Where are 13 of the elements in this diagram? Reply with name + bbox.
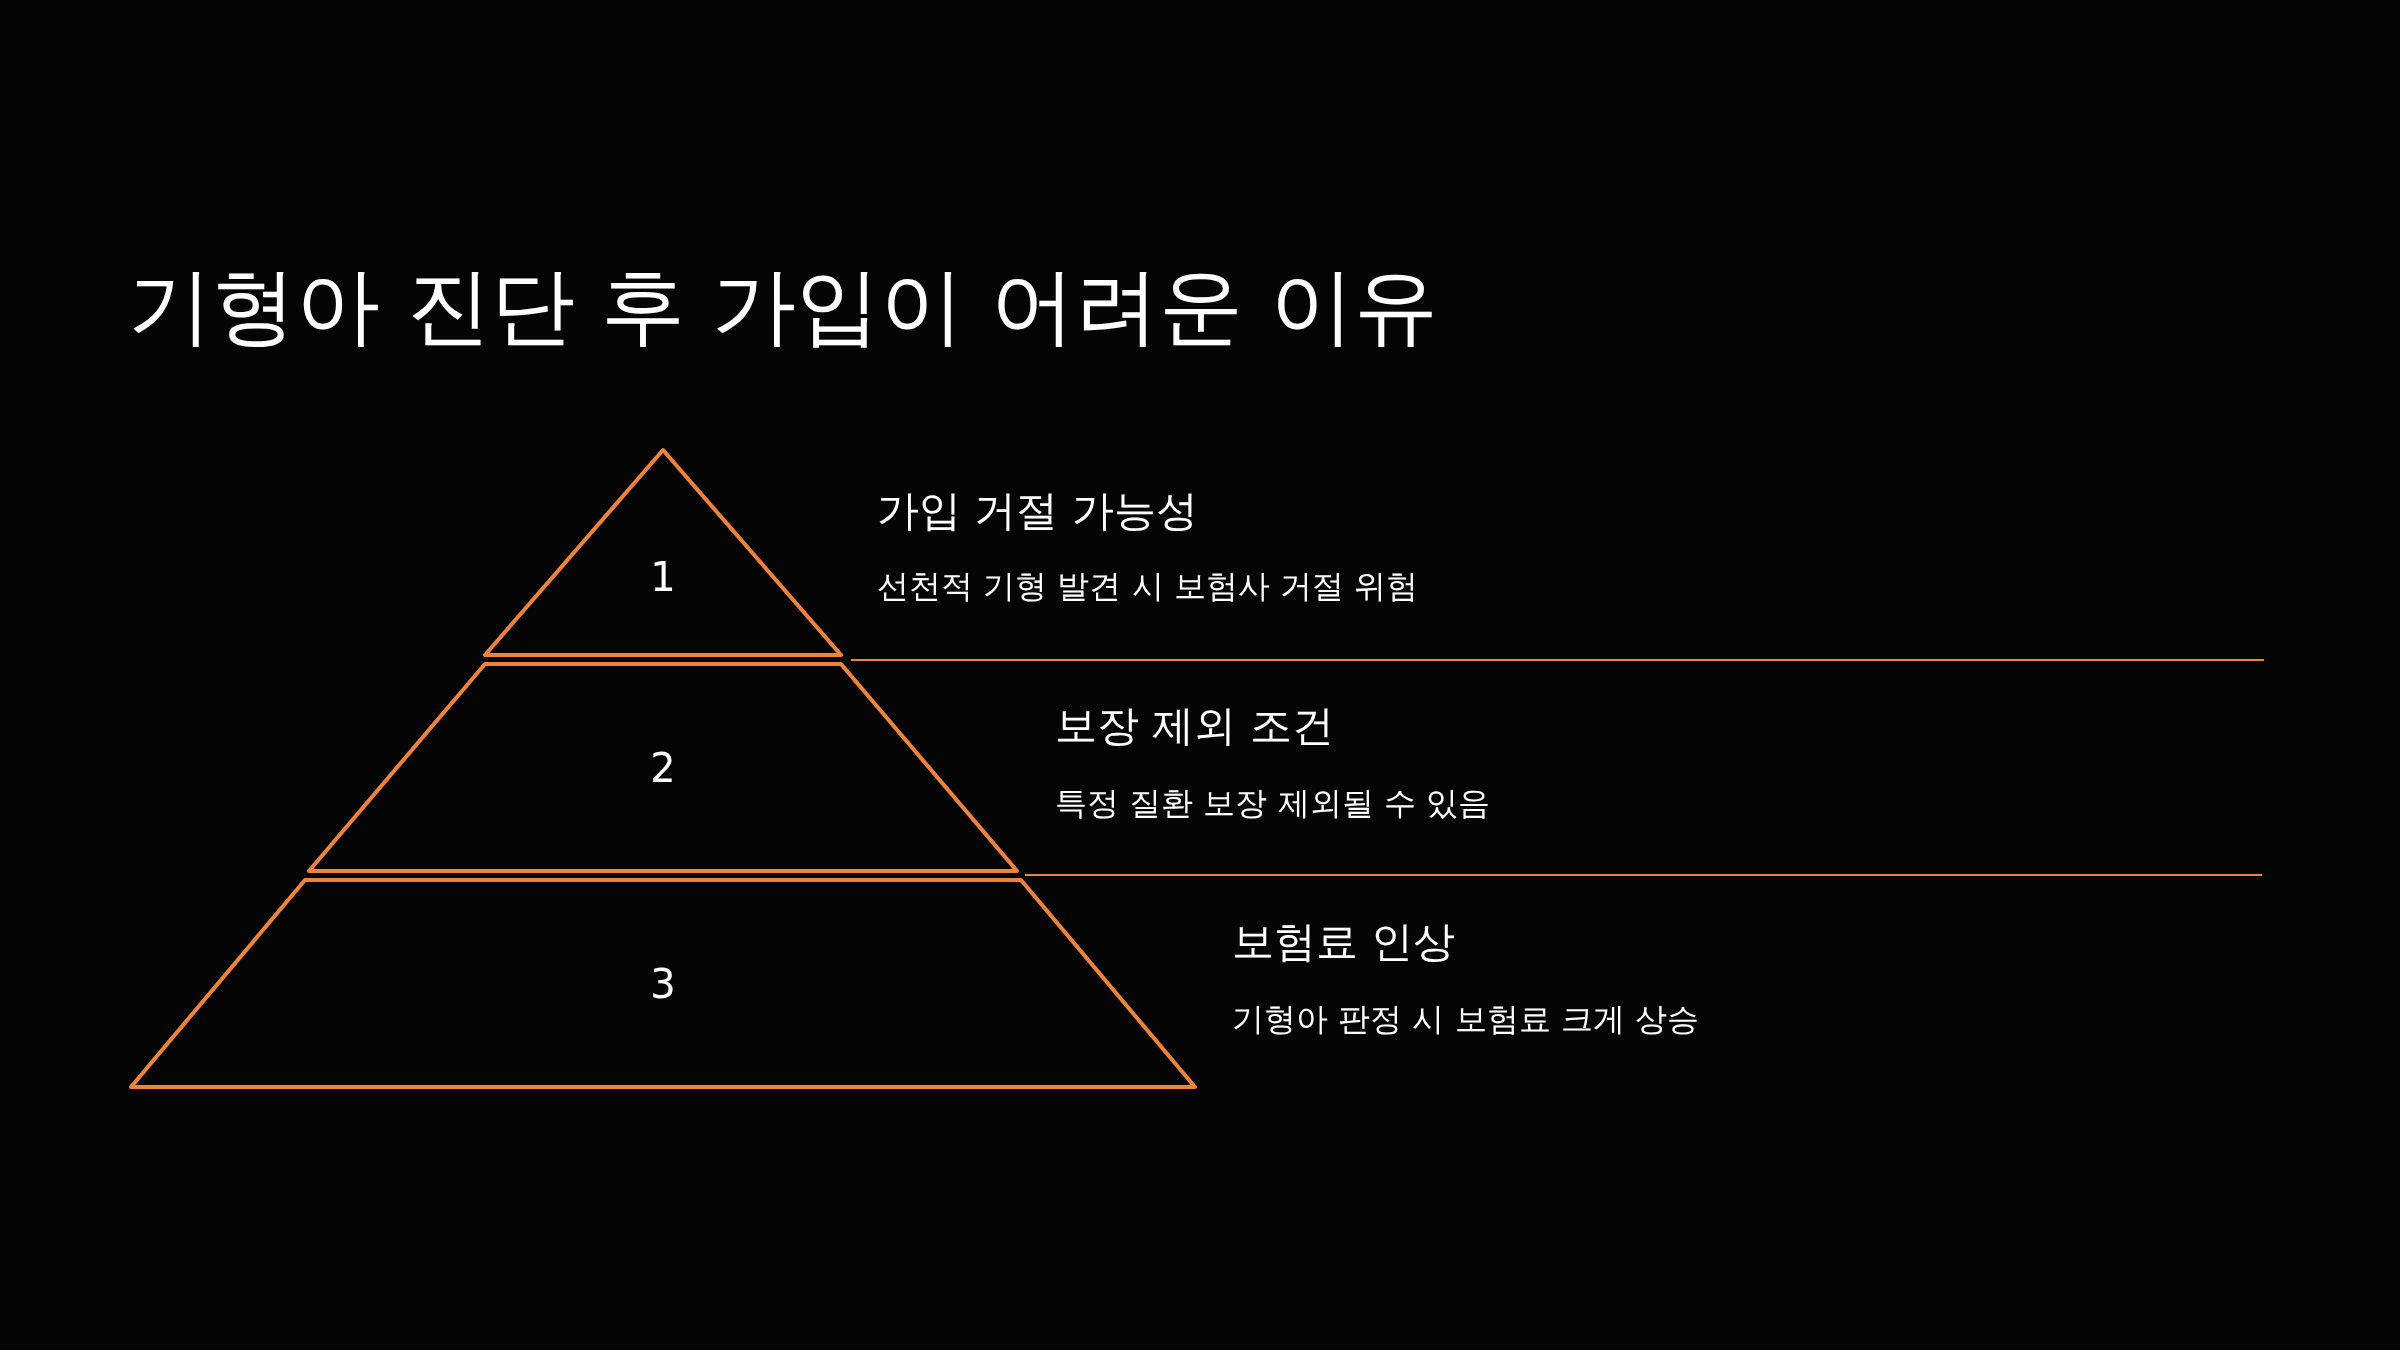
tier-number: 1 bbox=[650, 557, 676, 597]
pyramid-tier bbox=[131, 880, 1195, 1087]
slide-title: 기형아 진단 후 가입이 어려운 이유 bbox=[128, 256, 1438, 357]
tier-description: 특정 질환 보장 제외될 수 있음 bbox=[1055, 787, 1490, 819]
tier-heading: 보장 제외 조건 bbox=[1055, 705, 1334, 747]
tier-number: 2 bbox=[650, 748, 676, 788]
pyramid-tier bbox=[309, 664, 1017, 871]
tier-heading: 보험료 인상 bbox=[1232, 921, 1456, 963]
pyramid-tier bbox=[485, 450, 841, 655]
tier-number: 3 bbox=[650, 964, 676, 1004]
tier-description: 기형아 판정 시 보험료 크게 상승 bbox=[1232, 1003, 1699, 1035]
tier-heading: 가입 거절 가능성 bbox=[877, 490, 1198, 532]
tier-description: 선천적 기형 발견 시 보험사 거절 위험 bbox=[877, 570, 1419, 602]
